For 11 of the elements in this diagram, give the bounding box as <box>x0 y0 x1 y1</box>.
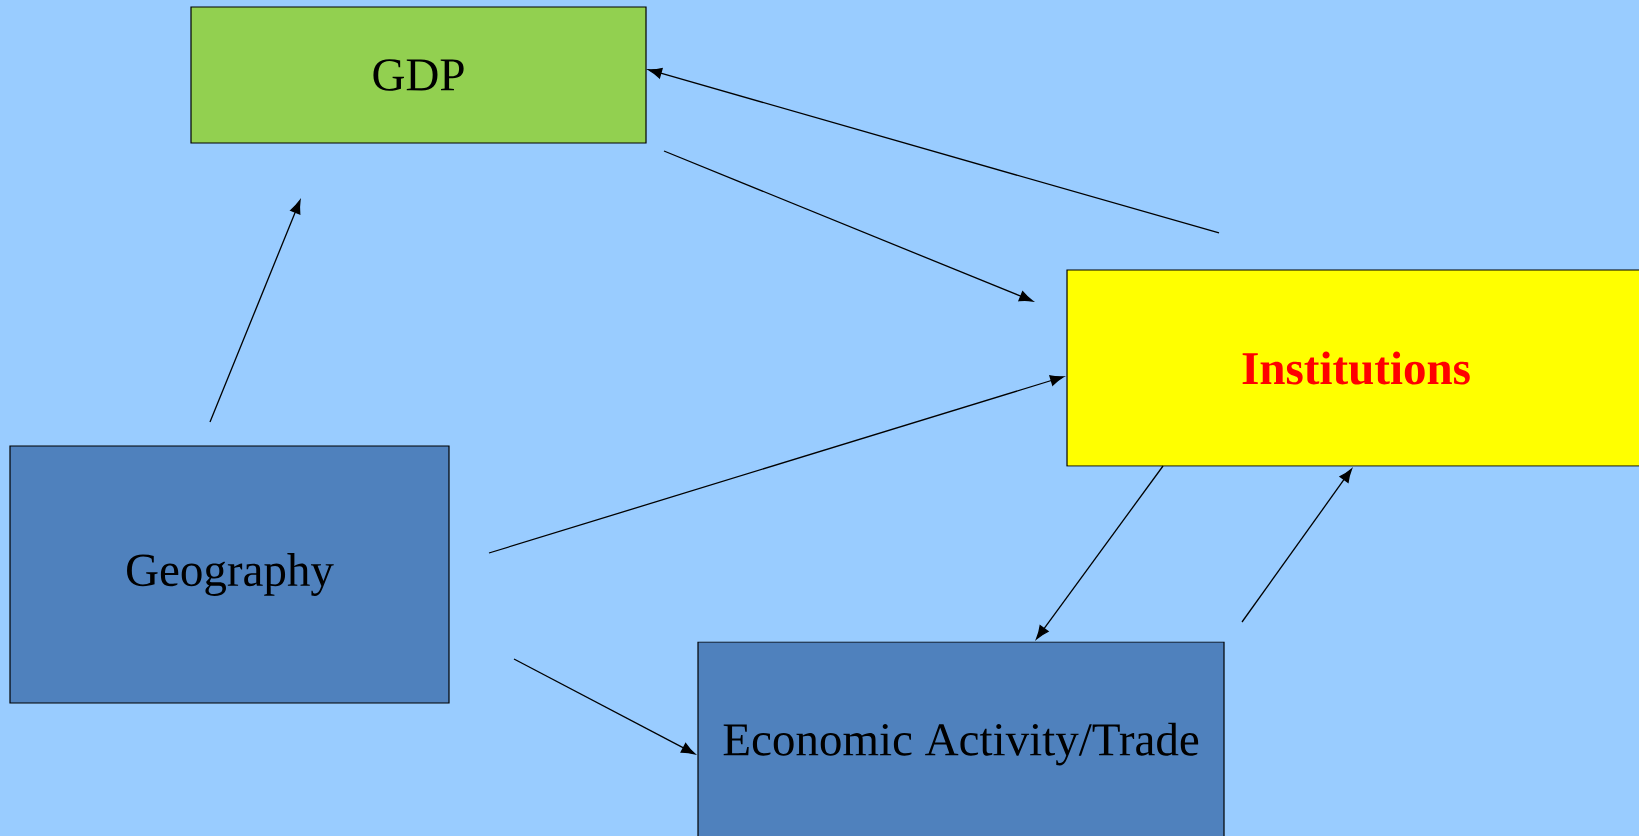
arrow <box>513 658 696 755</box>
box: Geography <box>9 445 450 704</box>
arrow <box>663 150 1034 302</box>
arrow <box>1241 468 1353 623</box>
arrow <box>1035 465 1164 640</box>
box: GDP <box>190 6 647 144</box>
arrow <box>488 375 1065 554</box>
box: Economic Activity/Trade <box>697 641 1225 836</box>
box: Institutions <box>1066 269 1639 467</box>
arrow <box>647 67 1220 234</box>
arrow <box>209 199 301 423</box>
